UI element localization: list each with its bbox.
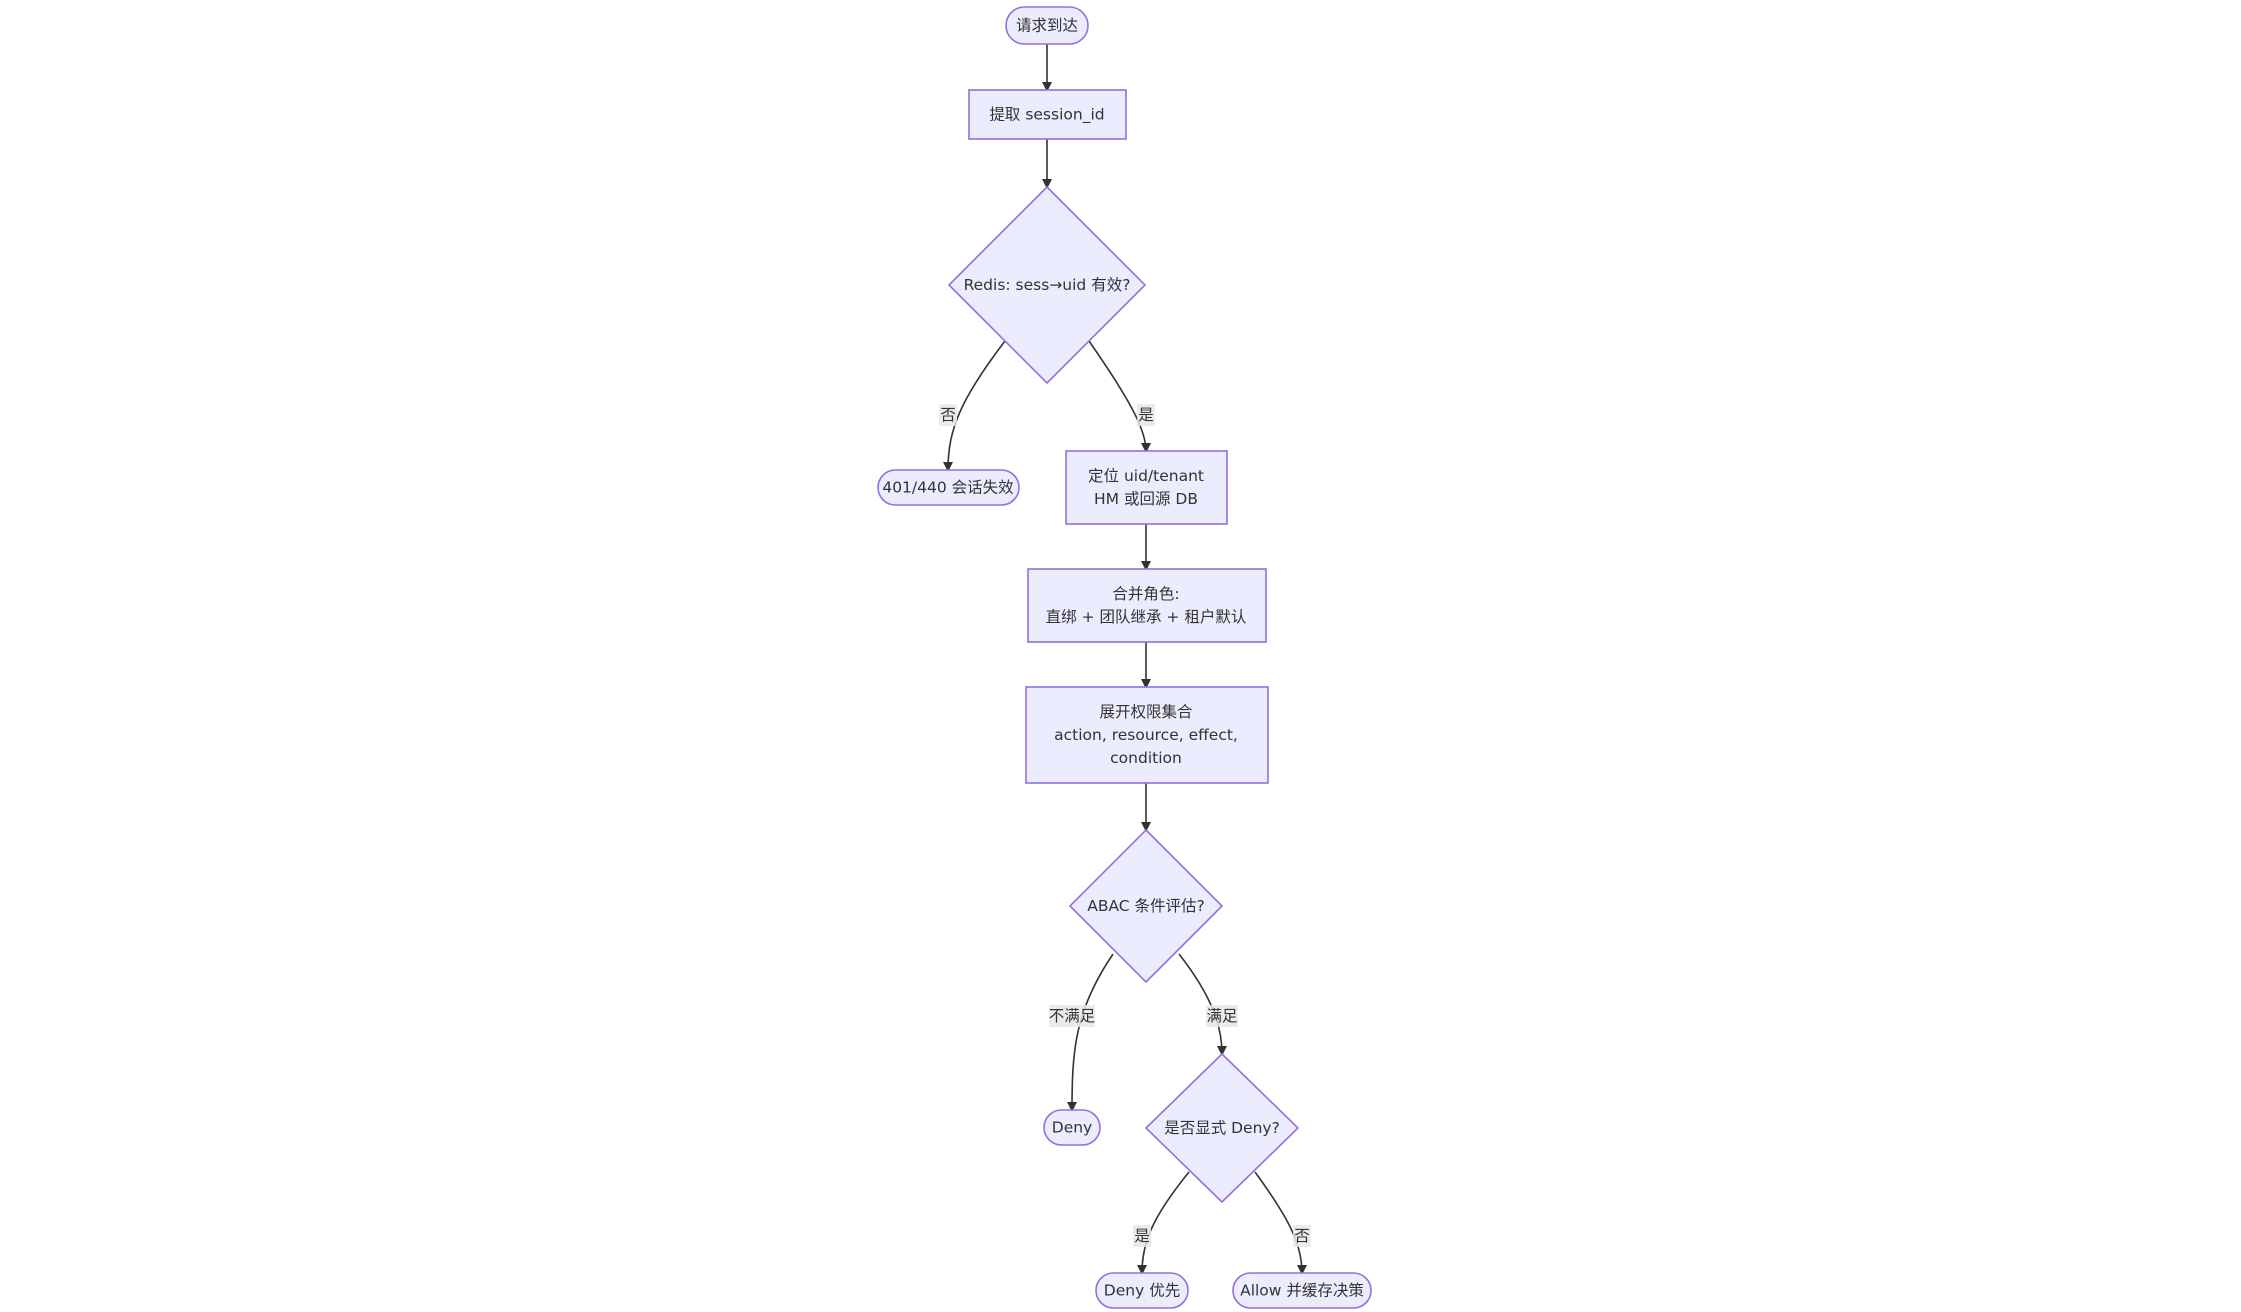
svg-text:是: 是 [1138, 406, 1154, 424]
edge-labels: 否 是 不满足 满足 是 否 [939, 404, 1311, 1247]
node-deny: Deny [1043, 1109, 1101, 1146]
svg-text:满足: 满足 [1206, 1007, 1237, 1025]
svg-text:401/440 会话失效: 401/440 会话失效 [882, 479, 1013, 497]
svg-text:action, resource, effect,: action, resource, effect, [1054, 726, 1238, 744]
edge-explicit-denyfirst [1137, 1171, 1190, 1275]
edge-label-yes: 是 [1137, 404, 1155, 426]
node-locate-uid-tenant: 定位 uid/tenant HM 或回源 DB [1065, 450, 1228, 525]
svg-text:提取 session_id: 提取 session_id [989, 106, 1104, 125]
edge-label-satisfied: 满足 [1206, 1005, 1238, 1027]
svg-text:展开权限集合: 展开权限集合 [1099, 703, 1193, 721]
node-allow-cache: Allow 并缓存决策 [1232, 1272, 1372, 1309]
node-explicit-deny-check: 是否显式 Deny? [1144, 1052, 1300, 1204]
svg-text:是否显式 Deny?: 是否显式 Deny? [1164, 1119, 1280, 1137]
svg-text:请求到达: 请求到达 [1016, 17, 1078, 35]
edge-abac-deny [1067, 953, 1114, 1112]
svg-text:ABAC 条件评估?: ABAC 条件评估? [1087, 897, 1205, 915]
edge-redis-fail [943, 340, 1006, 472]
svg-text:直绑 + 团队继承 + 租户默认: 直绑 + 团队继承 + 租户默认 [1046, 608, 1247, 626]
svg-text:condition: condition [1110, 749, 1182, 767]
svg-text:Deny 优先: Deny 优先 [1104, 1282, 1180, 1300]
edge-abac-explicit [1178, 953, 1227, 1056]
node-request-arrives: 请求到达 [1005, 6, 1089, 45]
svg-text:Deny: Deny [1052, 1119, 1092, 1137]
edge-label-unsatisfied: 不满足 [1049, 1005, 1096, 1027]
svg-text:Allow 并缓存决策: Allow 并缓存决策 [1240, 1282, 1364, 1300]
edge-explicit-allow [1254, 1171, 1307, 1275]
svg-text:否: 否 [940, 406, 956, 424]
node-expand-permissions: 展开权限集合 action, resource, effect, conditi… [1025, 686, 1269, 784]
svg-text:否: 否 [1294, 1227, 1310, 1245]
node-abac-evaluation: ABAC 条件评估? [1068, 828, 1224, 984]
edge-redis-locate [1088, 340, 1151, 453]
node-session-invalid: 401/440 会话失效 [877, 469, 1020, 506]
nodes: 请求到达 提取 session_id Redis: sess→uid 有效? 4… [877, 6, 1372, 1309]
edge-label-no: 否 [939, 404, 957, 426]
svg-text:合并角色:: 合并角色: [1112, 585, 1179, 603]
node-redis-check: Redis: sess→uid 有效? [947, 185, 1147, 385]
node-extract-session-id: 提取 session_id [968, 89, 1127, 140]
svg-text:定位 uid/tenant: 定位 uid/tenant [1088, 467, 1204, 485]
edge-label-yes2: 是 [1133, 1225, 1151, 1247]
node-deny-first: Deny 优先 [1095, 1272, 1189, 1309]
svg-text:不满足: 不满足 [1049, 1007, 1096, 1025]
svg-text:Redis: sess→uid 有效?: Redis: sess→uid 有效? [964, 276, 1131, 294]
svg-text:是: 是 [1134, 1227, 1150, 1245]
edge-label-no2: 否 [1293, 1225, 1311, 1247]
svg-text:HM 或回源 DB: HM 或回源 DB [1094, 490, 1198, 508]
node-merge-roles: 合并角色: 直绑 + 团队继承 + 租户默认 [1027, 568, 1267, 643]
